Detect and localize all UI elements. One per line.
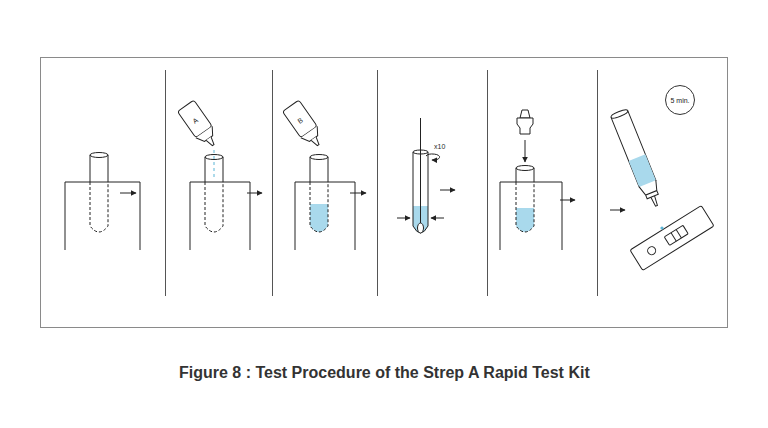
step1-tube-rack: [65, 153, 140, 251]
step5-cap-dropper: [500, 110, 575, 250]
figure-caption: Figure 8 : Test Procedure of the Strep A…: [179, 364, 590, 382]
step6-dispense-cassette: [610, 108, 714, 270]
panel-dividers: [166, 70, 598, 296]
timer-text: 5 min.: [670, 97, 689, 104]
step4-swab-mix: [397, 118, 455, 233]
figure-frame: [41, 58, 728, 328]
repeat-count: x10: [434, 143, 445, 150]
step3-add-reagent: [282, 100, 366, 250]
timer-circle: 5 min.: [665, 85, 695, 115]
step2-add-reagent: [177, 100, 262, 250]
